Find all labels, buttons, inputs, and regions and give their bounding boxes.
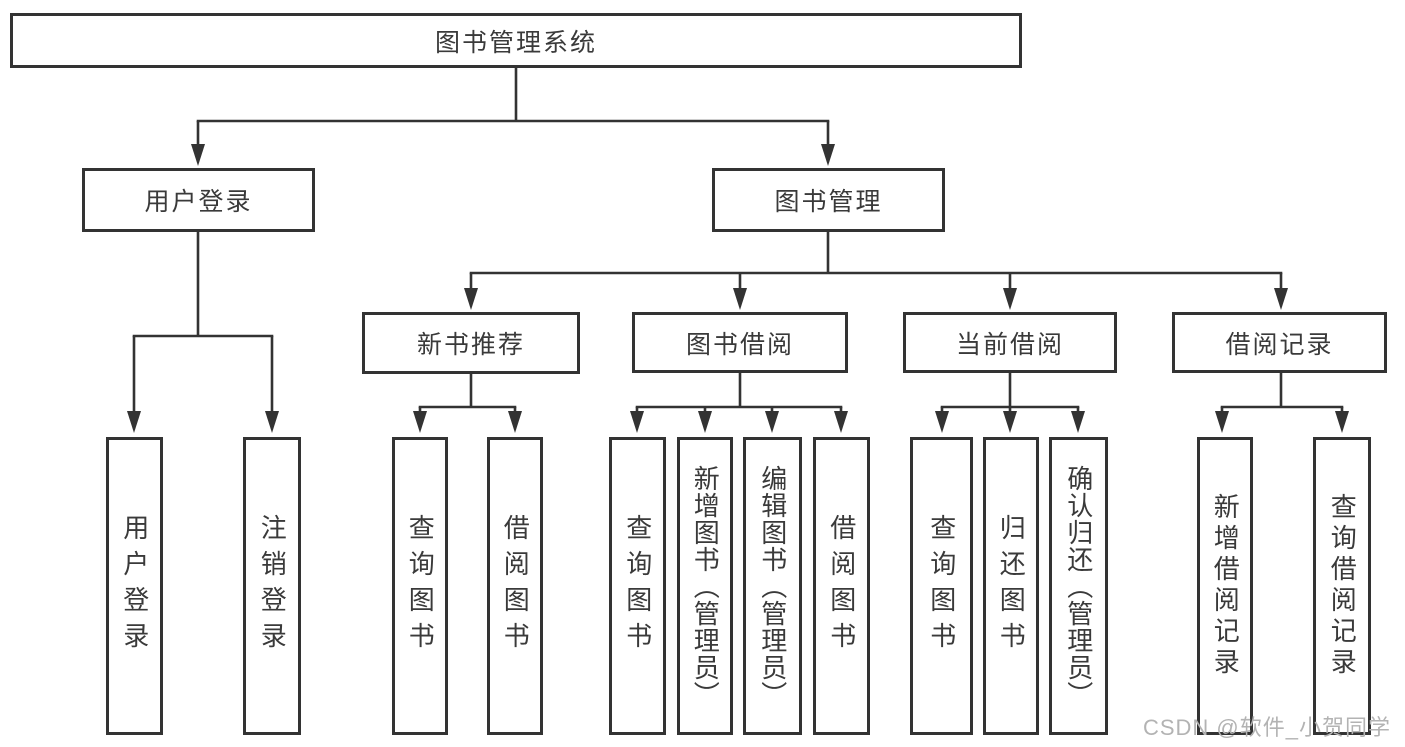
connector-book-borrow-children [630, 373, 848, 433]
node-book-management: 图书管理 [712, 168, 945, 232]
connector-borrow-record-children [1215, 373, 1349, 433]
node-library-management-system: 图书管理系统 [10, 13, 1022, 68]
leaf-logout: 注销登录 [243, 437, 301, 735]
connector-root-to-level2 [191, 68, 835, 166]
node-new-book-recommend: 新书推荐 [362, 312, 580, 374]
node-label: 编辑图书（管理员） [757, 464, 788, 708]
node-label: 新书推荐 [416, 331, 525, 359]
node-label: 归还图书 [996, 514, 1027, 658]
node-label: 借阅记录 [1225, 330, 1334, 359]
connector-new-book-rec-children [413, 374, 522, 433]
node-label: 用户登录 [119, 514, 150, 658]
node-borrowing-records: 借阅记录 [1172, 312, 1387, 373]
csdn-watermark: CSDN @软件_小贺同学 [1142, 715, 1391, 740]
node-label: 图书管理 [774, 188, 883, 216]
node-current-borrowing: 当前借阅 [903, 312, 1117, 373]
connector-user-login-children [127, 232, 279, 433]
node-user-login: 用户登录 [82, 168, 315, 232]
leaf-query-books-3: 查询图书 [910, 437, 973, 735]
node-label: 查询图书 [926, 514, 957, 658]
connector-current-borrow-children [935, 373, 1085, 433]
node-label: 当前借阅 [955, 330, 1064, 359]
leaf-confirm-return-admin: 确认归还（管理员） [1049, 437, 1108, 735]
leaf-borrow-books-1: 借阅图书 [487, 437, 543, 735]
leaf-user-login: 用户登录 [106, 437, 163, 735]
connector-book-mgmt-to-level3 [464, 232, 1288, 310]
node-label: 查询图书 [405, 514, 436, 658]
node-book-borrowing: 图书借阅 [632, 312, 848, 373]
leaf-query-borrow-record: 查询借阅记录 [1313, 437, 1371, 735]
node-label: 查询借阅记录 [1327, 493, 1358, 679]
node-label: 新增借阅记录 [1210, 493, 1241, 679]
leaf-edit-books-admin: 编辑图书（管理员） [743, 437, 802, 735]
leaf-query-books-1: 查询图书 [392, 437, 448, 735]
leaf-query-books-2: 查询图书 [609, 437, 666, 735]
leaf-add-books-admin: 新增图书（管理员） [677, 437, 733, 735]
node-label: 图书管理系统 [434, 28, 597, 57]
node-label: 确认归还（管理员） [1063, 464, 1094, 708]
leaf-add-borrow-record: 新增借阅记录 [1197, 437, 1253, 735]
leaf-borrow-books-2: 借阅图书 [813, 437, 870, 735]
node-label: 注销登录 [257, 514, 288, 658]
node-label: 借阅图书 [826, 514, 857, 658]
node-label: 图书借阅 [685, 330, 794, 359]
node-label: 借阅图书 [500, 514, 531, 658]
node-label: 查询图书 [622, 514, 653, 658]
leaf-return-books: 归还图书 [983, 437, 1039, 735]
node-label: 用户登录 [144, 188, 253, 216]
node-label: 新增图书（管理员） [690, 464, 721, 708]
